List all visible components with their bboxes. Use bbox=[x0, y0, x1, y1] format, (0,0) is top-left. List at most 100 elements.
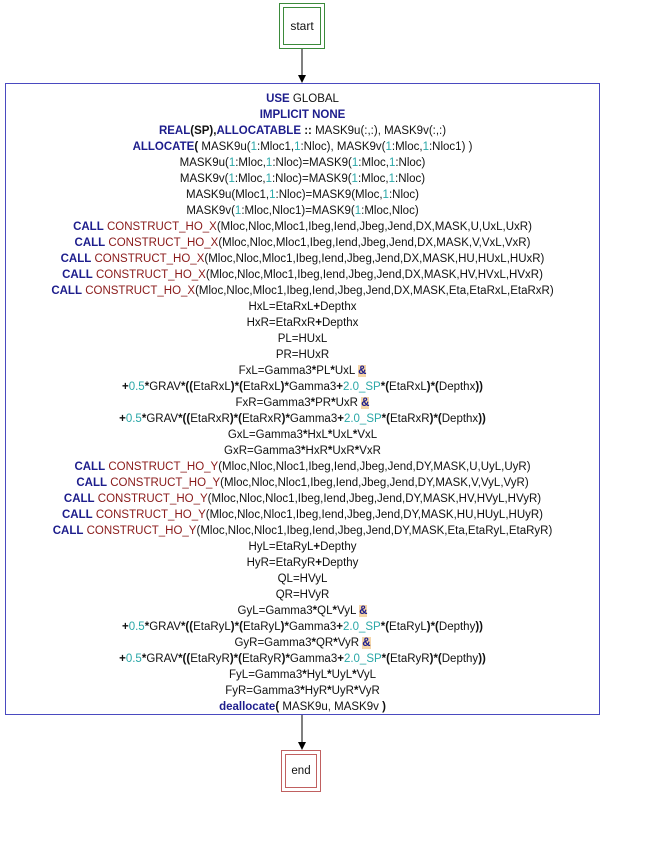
code-text-token: GxR=Gamma3 bbox=[224, 445, 302, 457]
code-text-token: :Mloc, bbox=[391, 141, 423, 153]
code-text-token: (Mloc,Nloc,Nloc1,Ibeg,Iend,Jbeg,Jend,DY,… bbox=[220, 477, 529, 489]
code-text-token: (Mloc,Nloc,Mloc1,Ibeg,Iend,Jbeg,Jend,DX,… bbox=[204, 253, 545, 265]
operator-token: * bbox=[327, 445, 333, 457]
number-token: 1 bbox=[351, 173, 358, 185]
code-text-token: :Mloc, bbox=[235, 157, 266, 169]
code-text-token: GRAV bbox=[146, 653, 179, 665]
keyword-token: CALL bbox=[60, 253, 92, 265]
code-text-token: FxL=Gamma3 bbox=[238, 365, 312, 377]
operator-token: *( bbox=[380, 381, 390, 393]
code-text-token: QL=HVyL bbox=[277, 573, 328, 585]
code-line: FyL=Gamma3*HyL*UyL*VyL bbox=[6, 667, 599, 683]
code-text-token: MASK9u( bbox=[179, 157, 229, 169]
keyword-token: CALL bbox=[73, 221, 104, 233]
code-text-token: EtaRxL bbox=[242, 381, 281, 393]
code-text-token: EtaRyL bbox=[193, 621, 231, 633]
operator-token: ) bbox=[382, 701, 386, 713]
code-text-token: Depthy bbox=[320, 541, 357, 553]
operator-token: )*( bbox=[429, 653, 442, 665]
code-text-token: :Mloc, bbox=[358, 157, 389, 169]
code-text-token: UxR bbox=[335, 397, 362, 409]
code-text-token: PR bbox=[315, 397, 332, 409]
code-text-token: (Mloc,Nloc,Mloc1,Ibeg,Iend,Jbeg,Jend,DX,… bbox=[195, 285, 554, 297]
code-text-token: MASK9u, MASK9v bbox=[282, 701, 383, 713]
code-text-token: UxL bbox=[334, 365, 359, 377]
code-text-token: Depthx bbox=[321, 317, 359, 329]
keyword-token: ALLOCATE bbox=[132, 141, 195, 153]
number-token: 2.0_SP bbox=[342, 621, 381, 633]
code-text-token: EtaRxL bbox=[389, 381, 427, 393]
code-text-token: QL bbox=[317, 605, 333, 617]
code-text-token: :Nloc1) ) bbox=[428, 141, 473, 153]
code-line: CALL CONSTRUCT_HO_X(Mloc,Nloc,Mloc1,Ibeg… bbox=[6, 235, 599, 251]
code-text-token: EtaRxR bbox=[389, 413, 430, 425]
number-token: 2.0_SP bbox=[343, 413, 382, 425]
operator-token: + bbox=[313, 541, 321, 553]
number-token: 1 bbox=[388, 157, 396, 169]
code-line: HxL=EtaRxL+Depthx bbox=[6, 299, 599, 315]
code-text-token: :Nloc) bbox=[395, 157, 426, 169]
number-token: 1 bbox=[294, 141, 301, 153]
code-line: MASK9v(1:Mloc,1:Nloc)=MASK9(1:Mloc,1:Nlo… bbox=[6, 171, 599, 187]
keyword-token: CALL bbox=[74, 461, 106, 473]
start-node[interactable]: start bbox=[279, 3, 325, 49]
code-text-token: EtaRyR bbox=[241, 653, 282, 665]
number-token: 1 bbox=[388, 173, 396, 185]
code-text-token: :Nloc) bbox=[395, 173, 426, 185]
code-text-token: EtaRxR bbox=[190, 413, 230, 425]
start-label: start bbox=[290, 19, 314, 33]
code-text-token: EtaRxR bbox=[241, 413, 282, 425]
operator-token: * bbox=[300, 685, 305, 697]
number-token: 1 bbox=[234, 205, 242, 217]
code-line: CALL CONSTRUCT_HO_X(Mloc,Nloc,Mloc1,Ibeg… bbox=[6, 283, 599, 299]
operator-token: )*( bbox=[426, 621, 439, 633]
code-line: QR=HVyR bbox=[6, 587, 599, 603]
number-token: 0.5 bbox=[128, 381, 145, 393]
operator-token: * bbox=[352, 429, 358, 441]
operator-token: * bbox=[327, 669, 332, 681]
code-text-token: GxL=Gamma3 bbox=[227, 429, 303, 441]
code-line: MASK9u(1:Mloc,1:Nloc)=MASK9(1:Mloc,1:Nlo… bbox=[6, 155, 599, 171]
code-line: HyR=EtaRyR+Depthy bbox=[6, 555, 599, 571]
code-line: REAL(SP),ALLOCATABLE :: MASK9u(:,:), MAS… bbox=[6, 123, 599, 139]
operator-token: * bbox=[141, 653, 147, 665]
operator-token: * bbox=[330, 365, 335, 377]
code-line: PR=HUxR bbox=[6, 347, 599, 363]
code-text-token: QR bbox=[315, 637, 334, 649]
keyword-token: CALL bbox=[62, 269, 93, 281]
code-text-token: Depthy bbox=[321, 557, 359, 569]
keyword-token: REAL bbox=[158, 125, 191, 137]
operator-token: *( bbox=[380, 621, 390, 633]
number-token: 1 bbox=[422, 141, 429, 153]
code-line: HyL=EtaRyL+Depthy bbox=[6, 539, 599, 555]
operator-token: )) bbox=[478, 413, 486, 425]
code-line: CALL CONSTRUCT_HO_Y(Mloc,Nloc,Nloc1,Ibeg… bbox=[6, 459, 599, 475]
operator-token: *( bbox=[381, 653, 390, 665]
code-line: MASK9v(1:Mloc,Nloc1)=MASK9(1:Mloc,Nloc) bbox=[6, 203, 599, 219]
code-line: CALL CONSTRUCT_HO_X(Mloc,Nloc,Mloc1,Ibeg… bbox=[6, 267, 599, 283]
code-text-token: EtaRyR bbox=[389, 653, 430, 665]
code-text-token: Depthy bbox=[441, 653, 479, 665]
code-line: CALL CONSTRUCT_HO_Y(Mloc,Nloc,Nloc1,Ibeg… bbox=[6, 475, 599, 491]
code-text-token: :Nloc)=MASK9( bbox=[272, 157, 352, 169]
code-text-token: GyL=Gamma3 bbox=[237, 605, 313, 617]
code-text-token: (Mloc,Nloc,Nloc1,Ibeg,Iend,Jbeg,Jend,DY,… bbox=[196, 525, 553, 537]
code-text-token: HxL bbox=[307, 429, 328, 441]
operator-token: )) bbox=[475, 621, 483, 633]
code-text-token: :Mloc,Nloc) bbox=[361, 205, 419, 217]
keyword-token: CALL bbox=[52, 525, 84, 537]
operator-token: )* bbox=[281, 413, 290, 425]
operator-token: *(( bbox=[178, 413, 191, 425]
end-node[interactable]: end bbox=[281, 750, 321, 792]
code-line: MASK9u(Mloc1,1:Nloc)=MASK9(Mloc,1:Nloc) bbox=[6, 187, 599, 203]
code-text-token: GLOBAL bbox=[289, 93, 339, 105]
code-line: +0.5*GRAV*((EtaRxR)*(EtaRxR)*Gamma3+2.0_… bbox=[6, 411, 599, 427]
code-text-token: GRAV bbox=[149, 381, 181, 393]
code-line: GyL=Gamma3*QL*VyL & bbox=[6, 603, 599, 619]
code-line: CALL CONSTRUCT_HO_X(Mloc,Nloc,Mloc1,Ibeg… bbox=[6, 251, 599, 267]
keyword-token: CALL bbox=[51, 285, 82, 297]
code-text-token: VxL bbox=[357, 429, 378, 441]
function-name-token: CONSTRUCT_HO_X bbox=[94, 253, 205, 265]
code-text-token: UxR bbox=[332, 445, 355, 457]
